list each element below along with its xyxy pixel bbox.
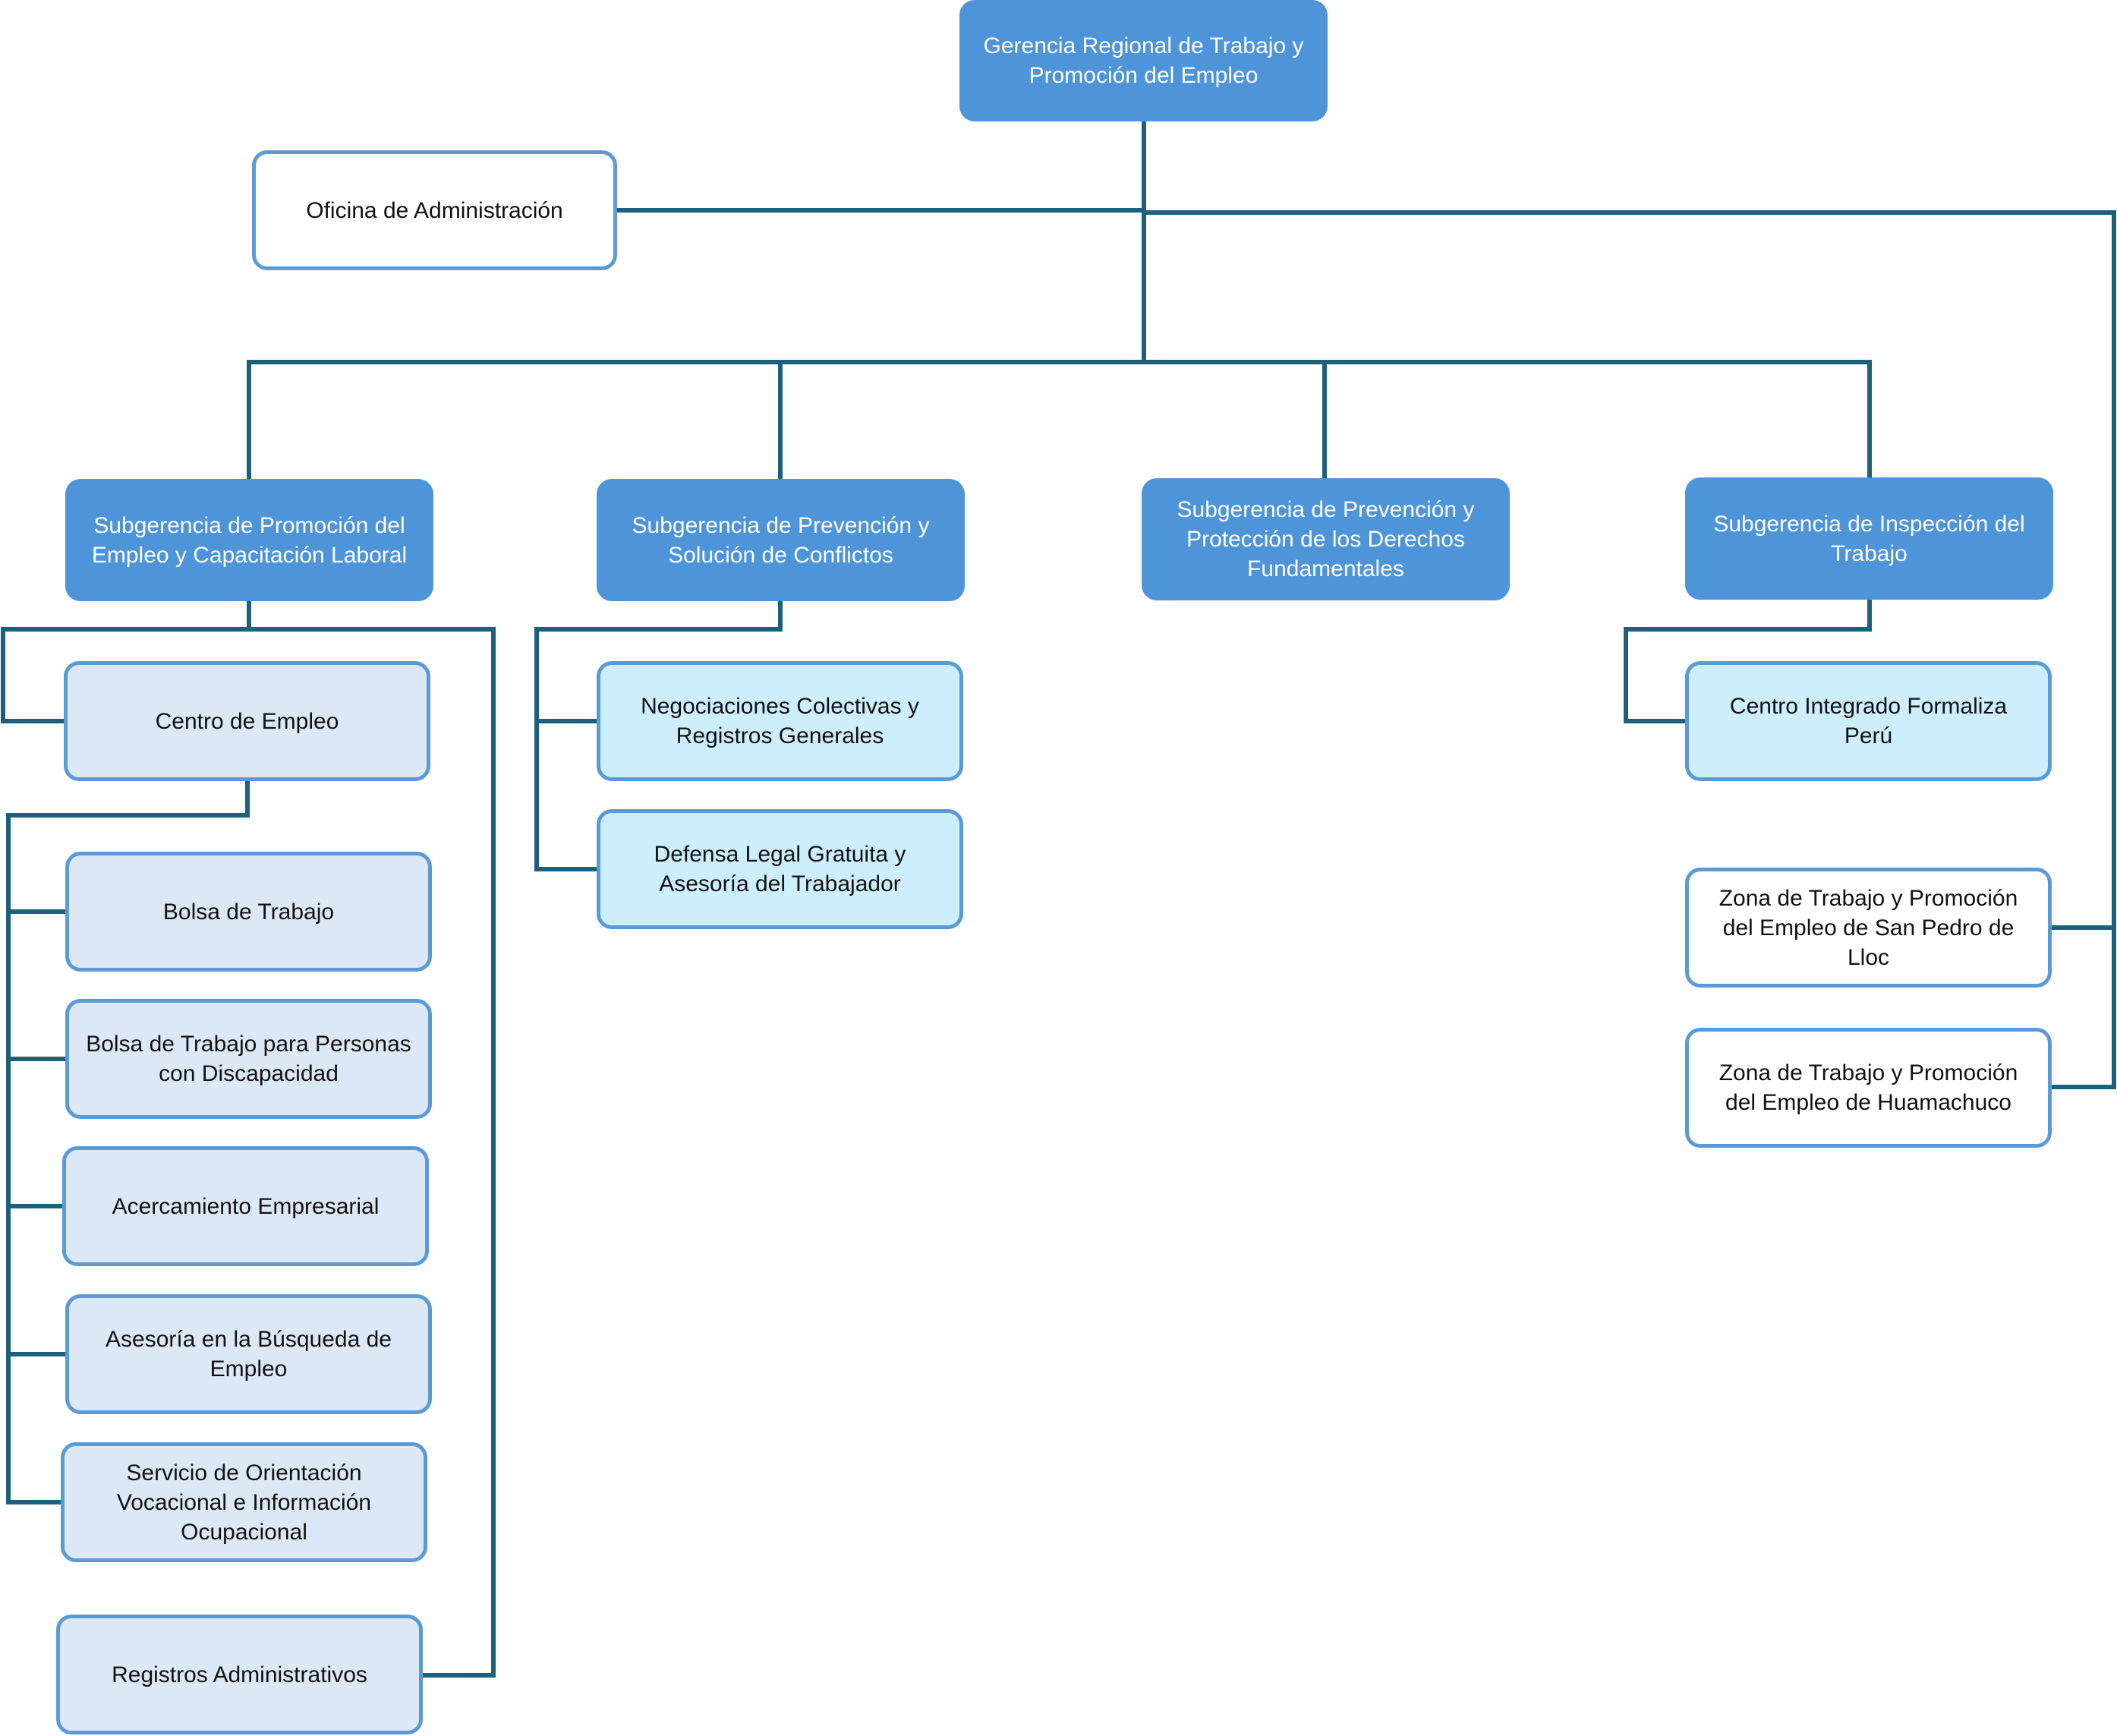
node-label: Servicio de Orientación Vocacional e Inf… <box>116 1460 372 1545</box>
connector-inspeccion <box>1624 597 1872 723</box>
node-sub-prevencion-conflictos[interactable]: Subgerencia de Prevención y Solución de … <box>597 479 965 601</box>
node-label: Subgerencia de Inspección del Trabajo <box>1713 511 2025 566</box>
connector-left-bus <box>247 360 1146 482</box>
node-label: Gerencia Regional de Trabajo y Promoción… <box>983 33 1304 88</box>
node-label: Registros Administrativos <box>112 1662 367 1687</box>
node-centro-formaliza-peru[interactable]: Centro Integrado Formaliza Perú <box>1685 661 2052 781</box>
node-sub-derechos-fundamentales[interactable]: Subgerencia de Prevención y Protección d… <box>1142 478 1510 600</box>
node-label: Zona de Trabajo y Promoción del Empleo d… <box>1718 885 2018 970</box>
connector-right-bus <box>1142 360 1872 481</box>
node-label: Oficina de Administración <box>306 197 563 223</box>
node-label: Zona de Trabajo y Promoción del Empleo d… <box>1718 1060 2018 1115</box>
node-defensa-legal[interactable]: Defensa Legal Gratuita y Asesoría del Tr… <box>597 809 963 929</box>
node-label: Negociaciones Colectivas y Registros Gen… <box>641 694 919 748</box>
node-bolsa-trabajo[interactable]: Bolsa de Trabajo <box>65 852 432 972</box>
node-label: Centro de Empleo <box>155 708 339 734</box>
node-label: Bolsa de Trabajo para Personas con Disca… <box>86 1032 411 1086</box>
node-label: Defensa Legal Gratuita y Asesoría del Tr… <box>654 842 906 896</box>
node-label: Subgerencia de Prevención y Protección d… <box>1177 497 1475 581</box>
node-oficina-administracion[interactable]: Oficina de Administración <box>252 150 617 270</box>
node-bolsa-discapacidad[interactable]: Bolsa de Trabajo para Personas con Disca… <box>65 999 432 1119</box>
node-label: Subgerencia de Prevención y Solución de … <box>632 512 930 568</box>
node-centro-empleo[interactable]: Centro de Empleo <box>64 661 430 781</box>
node-gerencia-regional[interactable]: Gerencia Regional de Trabajo y Promoción… <box>959 0 1328 121</box>
connector-centro-empleo-bus <box>6 777 250 1504</box>
connector-zonas-bus <box>1142 210 2116 1089</box>
node-label: Acercamiento Empresarial <box>112 1193 380 1219</box>
node-label: Asesoría en la Búsqueda de Empleo <box>106 1327 392 1382</box>
connector-centro-empleo <box>1 627 251 723</box>
node-orientacion-vocacional[interactable]: Servicio de Orientación Vocacional e Inf… <box>61 1442 427 1562</box>
node-label: Bolsa de Trabajo <box>162 899 335 925</box>
connector-conflictos-bus <box>534 597 783 871</box>
node-sub-inspeccion-trabajo[interactable]: Subgerencia de Inspección del Trabajo <box>1685 477 2053 600</box>
node-asesoria-busqueda-empleo[interactable]: Asesoría en la Búsqueda de Empleo <box>65 1294 432 1414</box>
node-zona-huamachuco[interactable]: Zona de Trabajo y Promoción del Empleo d… <box>1685 1028 2052 1148</box>
node-acercamiento-empresarial[interactable]: Acercamiento Empresarial <box>62 1146 429 1266</box>
node-negociaciones-colectivas[interactable]: Negociaciones Colectivas y Registros Gen… <box>597 661 963 781</box>
connector-promocion-bus <box>247 597 496 1678</box>
node-zona-san-pedro-lloc[interactable]: Zona de Trabajo y Promoción del Empleo d… <box>1685 868 2052 988</box>
node-label: Centro Integrado Formaliza Perú <box>1729 694 2008 748</box>
node-registros-administrativos[interactable]: Registros Administrativos <box>56 1615 423 1734</box>
node-label: Subgerencia de Promoción del Empleo y Ca… <box>91 512 408 568</box>
node-sub-promocion-empleo[interactable]: Subgerencia de Promoción del Empleo y Ca… <box>65 479 433 601</box>
